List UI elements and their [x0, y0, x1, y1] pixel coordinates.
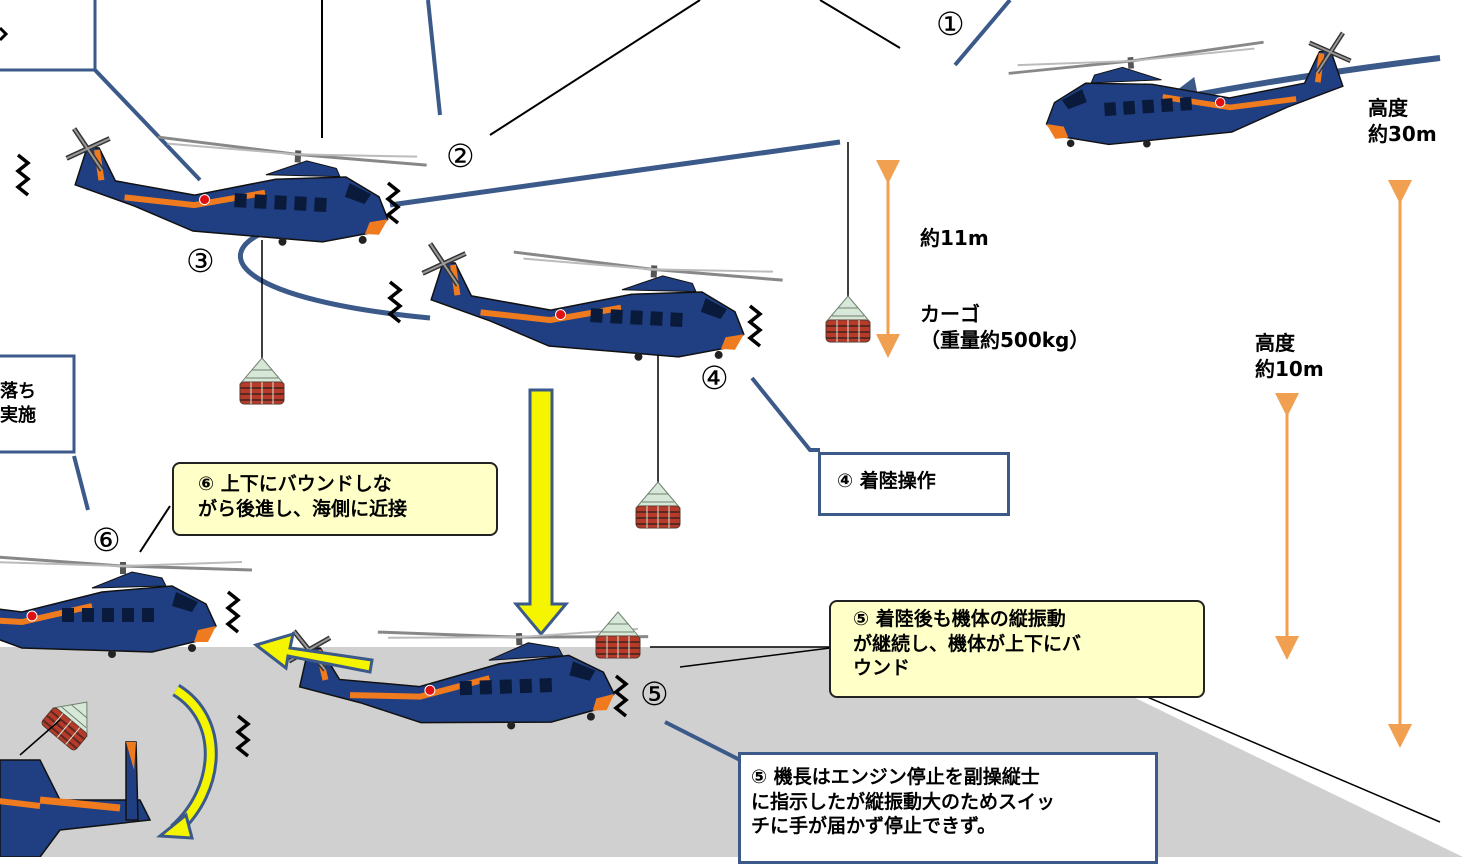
step-marker-5: ⑤: [640, 675, 669, 713]
sling-length-label: 約11m: [920, 226, 989, 250]
leader-line: [664, 720, 741, 762]
vibration-zigzag-icon: [748, 304, 762, 348]
callout-line: ⑤ 機長はエンジン停止を副操縦士: [751, 766, 1040, 788]
helicopter-icon: [419, 243, 784, 368]
leader-line: [426, 0, 442, 116]
leader-line: [819, 0, 901, 49]
motion-arrow-down: [512, 388, 570, 637]
cargo-net-icon: [825, 295, 871, 343]
cargo-net-icon: [595, 611, 641, 659]
cargo-net-icon: [635, 481, 681, 529]
step-marker-4: ④: [700, 359, 729, 397]
leader-line: [750, 376, 820, 452]
leader-line: [489, 0, 701, 136]
step-marker-2: ②: [446, 137, 475, 175]
callout-line: ⑥ 上下にバウンドしな: [198, 473, 392, 495]
ground-plane: [0, 647, 1463, 857]
cargo-label-line: （重量約500kg）: [920, 327, 1090, 352]
callout-landing-operation: ④ 着陸操作: [818, 452, 1010, 516]
step-marker-1: ①: [936, 5, 965, 43]
callout-line: ⑤ 着陸後も機体の縦振動: [853, 608, 1066, 630]
altitude-label-line: 約30m: [1368, 121, 1437, 146]
flight-path-approach: [1162, 55, 1441, 113]
altitude-label-line: 約10m: [1255, 356, 1324, 381]
callout-text: ④ 着陸操作: [837, 470, 936, 492]
callout-engine-stop: ⑤ 機長はエンジン停止を副操縦士 に指示したが縦振動大のためスイッ チに手が届か…: [738, 752, 1158, 864]
callout-line: がら後進し、海側に近接: [198, 497, 408, 520]
callout-bounce-back: ⑥ 上下にバウンドしな がら後進し、海側に近接: [172, 462, 498, 536]
leader-line: [679, 647, 831, 668]
partial-callout-left: 落ち 実施: [0, 380, 36, 429]
callout-line: チに手が届かず停止できず。: [751, 815, 997, 838]
step-marker-6: ⑥: [92, 521, 121, 559]
partial-box-top-left: [0, 0, 97, 72]
step-marker-3: ③: [186, 242, 215, 280]
cargo-net-icon: [239, 357, 285, 405]
cargo-label-line: カーゴ: [920, 302, 980, 326]
leader-line: [953, 0, 1012, 67]
partial-box-left: [0, 354, 76, 454]
callout-vibration-continues: ⑤ 着陸後も機体の縦振動 が継続し、機体が上下にバ ウンド: [829, 600, 1205, 698]
helicopter-icon: [1007, 32, 1355, 156]
vibration-zigzag-icon: [16, 153, 30, 197]
altitude-label-line: 高度: [1255, 331, 1295, 355]
flight-path-descent: [389, 139, 841, 208]
helicopter-icon: [0, 552, 252, 658]
callout-line: が継続し、機体が上下にバ: [853, 632, 1082, 655]
helicopter-tipped-icon: [0, 741, 152, 857]
callout-line: に指示したが縦振動大のためスイッ: [751, 790, 1056, 813]
leader-line: [72, 455, 90, 511]
flight-path-loop: [237, 229, 431, 321]
leader-line: [139, 505, 171, 553]
motion-arrow-left: [252, 631, 374, 674]
leader-line: [93, 68, 202, 182]
callout-line: 落ち: [0, 381, 36, 402]
altitude-10m-label: 高度 約10m: [1255, 331, 1324, 382]
altitude-label-line: 高度: [1368, 96, 1408, 120]
callout-line: 実施: [0, 405, 36, 427]
callout-line: ウンド: [853, 657, 911, 680]
altitude-30m-label: 高度 約30m: [1368, 96, 1437, 147]
cargo-label: カーゴ （重量約500kg）: [920, 302, 1089, 353]
vibration-zigzag-icon: [226, 590, 240, 634]
helicopter-icon: [63, 128, 428, 253]
